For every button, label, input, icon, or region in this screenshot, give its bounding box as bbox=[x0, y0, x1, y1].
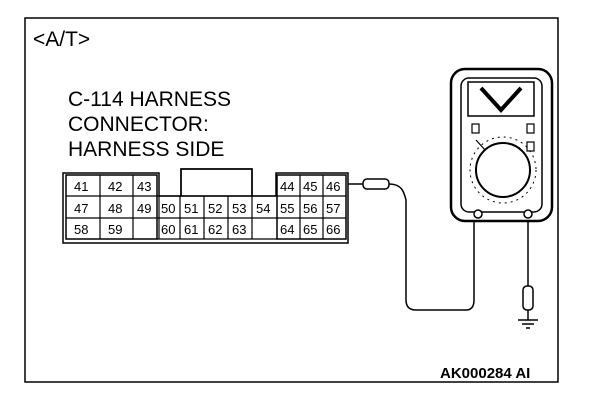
connector-key bbox=[180, 168, 253, 197]
pin-49: 49 bbox=[137, 201, 151, 216]
pin-60: 60 bbox=[161, 222, 175, 237]
pin-42: 42 bbox=[108, 179, 122, 194]
pin-50: 50 bbox=[161, 201, 175, 216]
mode-switch-right-top bbox=[526, 123, 535, 134]
pin-45: 45 bbox=[303, 179, 317, 194]
rotary-dial-scale bbox=[469, 136, 537, 204]
figure-frame bbox=[24, 17, 559, 383]
pin-53: 53 bbox=[232, 201, 246, 216]
pin-57: 57 bbox=[326, 201, 340, 216]
pin-63: 63 bbox=[232, 222, 246, 237]
pin-61: 61 bbox=[184, 222, 198, 237]
pin-47: 47 bbox=[74, 201, 88, 216]
pin-51: 51 bbox=[184, 201, 198, 216]
pin-row-1: 41 42 43 44 45 46 bbox=[74, 179, 340, 194]
figure-code: AK000284 AI bbox=[440, 365, 530, 382]
connector-right-block bbox=[276, 174, 347, 240]
connector-title-line-3: HARNESS SIDE bbox=[68, 138, 224, 161]
pin-54: 54 bbox=[256, 201, 270, 216]
pin-44: 44 bbox=[280, 179, 294, 194]
connector-left-block bbox=[65, 174, 158, 240]
connector-grid bbox=[66, 175, 346, 240]
positive-lead-wire bbox=[388, 183, 475, 311]
voltmeter bbox=[449, 67, 554, 223]
pin-65: 65 bbox=[303, 222, 317, 237]
voltmeter-inner-frame bbox=[460, 77, 543, 213]
pin-52: 52 bbox=[208, 201, 222, 216]
volt-symbol-icon bbox=[479, 86, 523, 113]
mode-switch-left bbox=[471, 123, 480, 134]
pin-55: 55 bbox=[280, 201, 294, 216]
positive-probe bbox=[348, 178, 390, 190]
pin-41: 41 bbox=[74, 179, 88, 194]
pin-62: 62 bbox=[208, 222, 222, 237]
ground-icon bbox=[518, 319, 538, 329]
pin-43: 43 bbox=[137, 179, 151, 194]
ground-jack bbox=[523, 209, 533, 219]
pin-46: 46 bbox=[326, 179, 340, 194]
pin-66: 66 bbox=[326, 222, 340, 237]
pin-64: 64 bbox=[280, 222, 294, 237]
system-tag: <A/T> bbox=[33, 28, 90, 51]
pin-58: 58 bbox=[74, 222, 88, 237]
pin-row-3: 58 59 60 61 62 63 64 65 66 bbox=[74, 222, 340, 237]
positive-jack bbox=[473, 209, 483, 219]
connector-title-line-2: CONNECTOR: bbox=[68, 113, 209, 136]
dial-pointer bbox=[475, 139, 486, 151]
pin-row-2: 47 48 49 50 51 52 53 54 55 56 57 bbox=[74, 201, 340, 216]
pin-56: 56 bbox=[303, 201, 317, 216]
pin-59: 59 bbox=[108, 222, 122, 237]
connector-title-line-1: C-114 HARNESS bbox=[68, 88, 231, 111]
pin-48: 48 bbox=[108, 201, 122, 216]
ground-probe bbox=[522, 285, 534, 311]
rotary-dial bbox=[475, 142, 531, 198]
